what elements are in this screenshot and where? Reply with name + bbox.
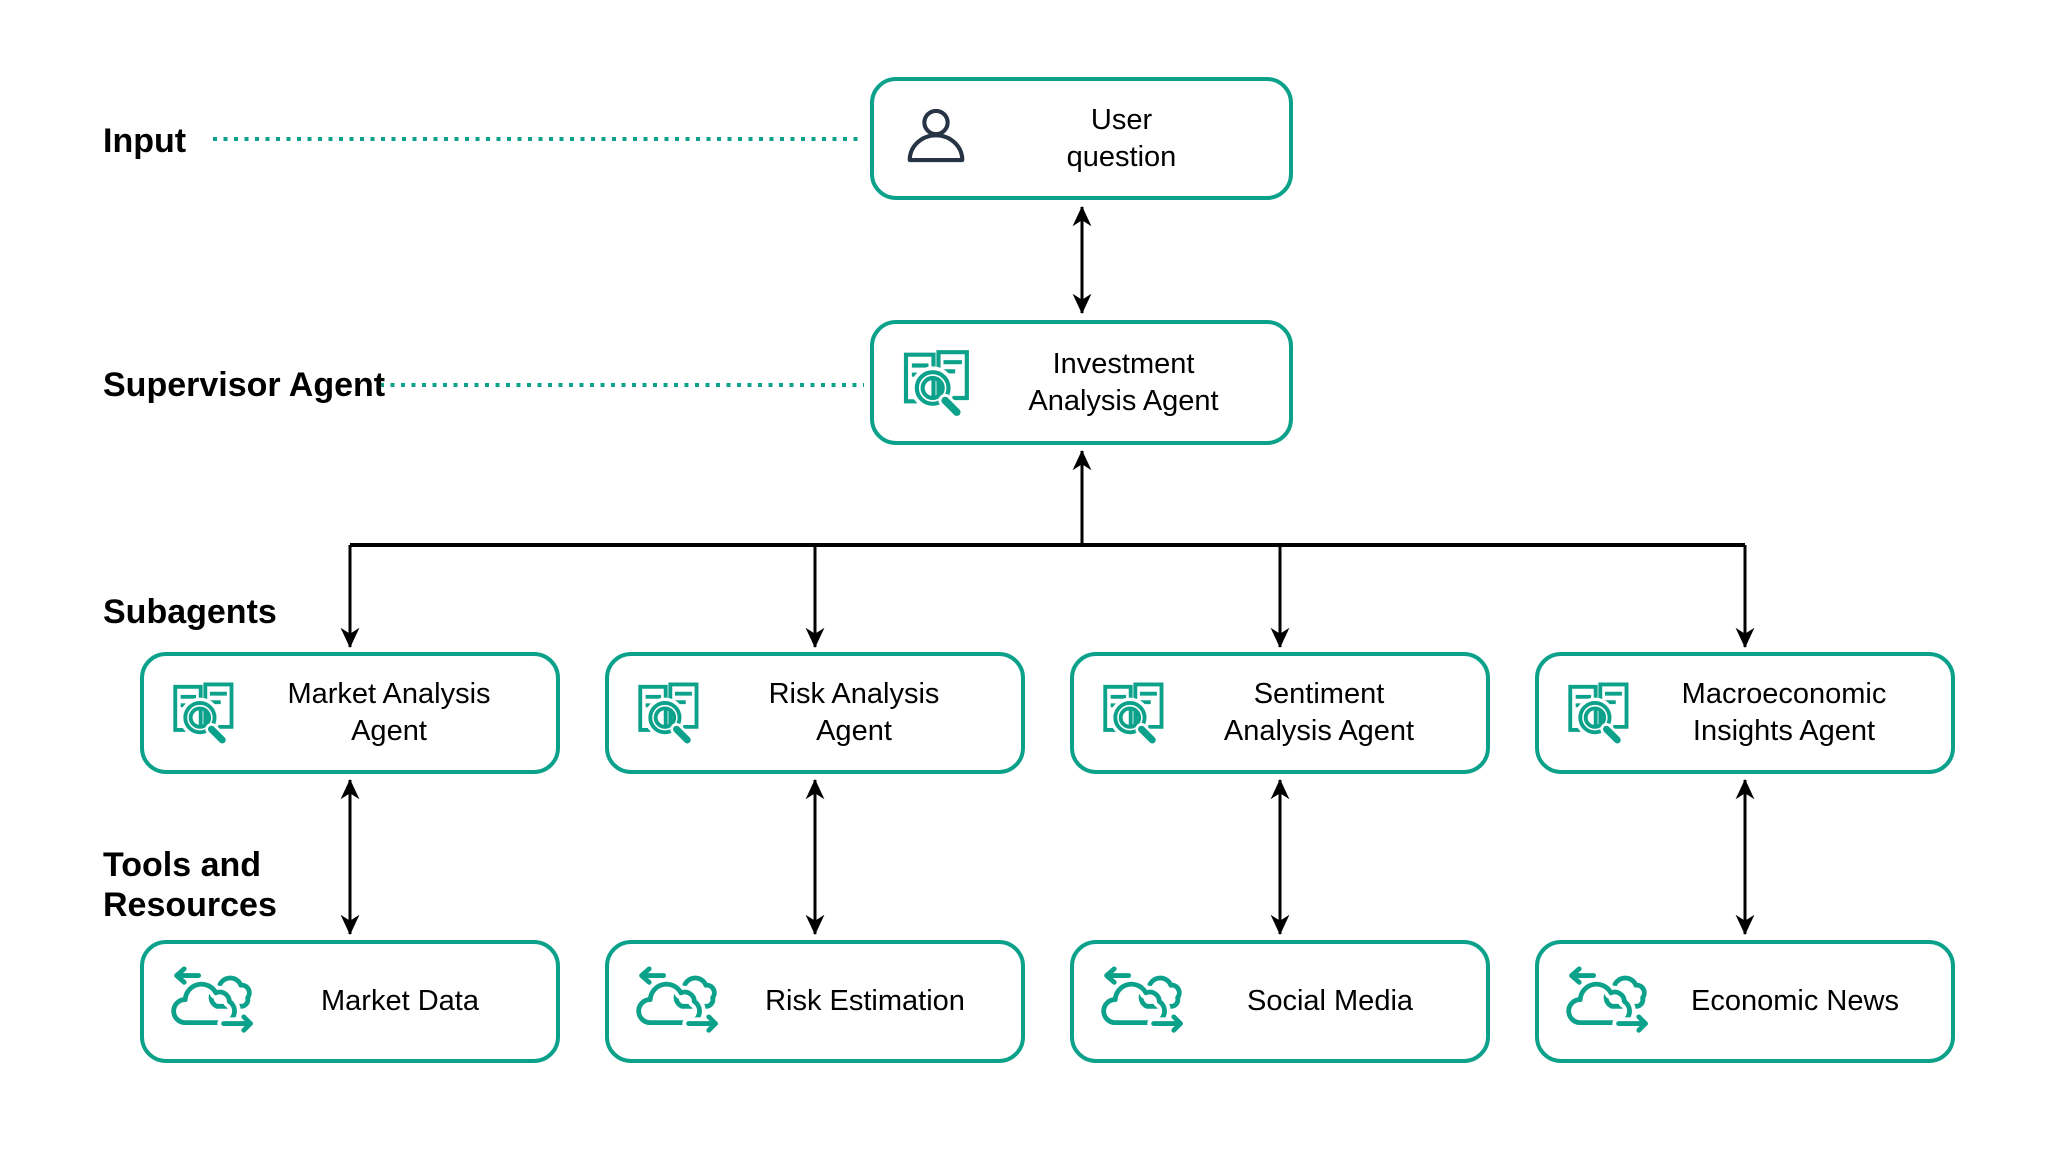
document-search-icon	[1096, 676, 1170, 750]
supervisor-section-label: Supervisor Agent	[103, 366, 386, 404]
node-supervisor-agent-label: Investment Analysis Agent	[1028, 347, 1219, 417]
node-supervisor-agent: Investment Analysis Agent	[870, 320, 1293, 445]
node-subagent-sentiment-analysis: Sentiment Analysis Agent	[1070, 652, 1490, 774]
node-subagent-label: Market Analysis Agent	[287, 678, 491, 747]
node-subagent-risk-analysis: Risk Analysis Agent	[605, 652, 1025, 774]
document-search-icon	[1561, 676, 1635, 750]
node-tool-label: Market Data	[321, 985, 479, 1017]
subagents-section-label: Subagents	[103, 593, 277, 631]
node-user-question: User question	[870, 77, 1293, 200]
node-tool-label: Economic News	[1691, 985, 1899, 1017]
node-subagent-market-analysis: Market Analysis Agent	[140, 652, 560, 774]
node-tool-economic-news: Economic News	[1535, 940, 1955, 1063]
node-tool-label: Risk Estimation	[765, 985, 965, 1017]
document-search-icon	[896, 343, 976, 423]
node-subagent-label: Macroeconomic Insights Agent	[1681, 678, 1887, 747]
tools-section-label-line2: Resources	[103, 886, 277, 924]
node-subagent-label: Sentiment Analysis Agent	[1223, 678, 1415, 747]
tools-section-label: Tools and Resources	[103, 845, 277, 925]
person-icon	[900, 103, 972, 175]
node-tool-label: Social Media	[1246, 985, 1414, 1017]
node-tool-social-media: Social Media	[1070, 940, 1490, 1063]
cloud-data-exchange-icon	[1561, 964, 1657, 1039]
node-subagent-macroeconomic-insights: Macroeconomic Insights Agent	[1535, 652, 1955, 774]
node-subagent-label: Risk Analysis Agent	[768, 678, 940, 747]
cloud-data-exchange-icon	[166, 964, 262, 1039]
input-section-label: Input	[103, 122, 187, 160]
cloud-data-exchange-icon	[631, 964, 727, 1039]
cloud-data-exchange-icon	[1096, 964, 1192, 1039]
document-search-icon	[166, 676, 240, 750]
node-tool-market-data: Market Data	[140, 940, 560, 1063]
node-tool-risk-estimation: Risk Estimation	[605, 940, 1025, 1063]
tools-section-label-line1: Tools and	[103, 846, 262, 884]
document-search-icon	[631, 676, 705, 750]
node-user-question-label: User question	[1066, 103, 1177, 173]
